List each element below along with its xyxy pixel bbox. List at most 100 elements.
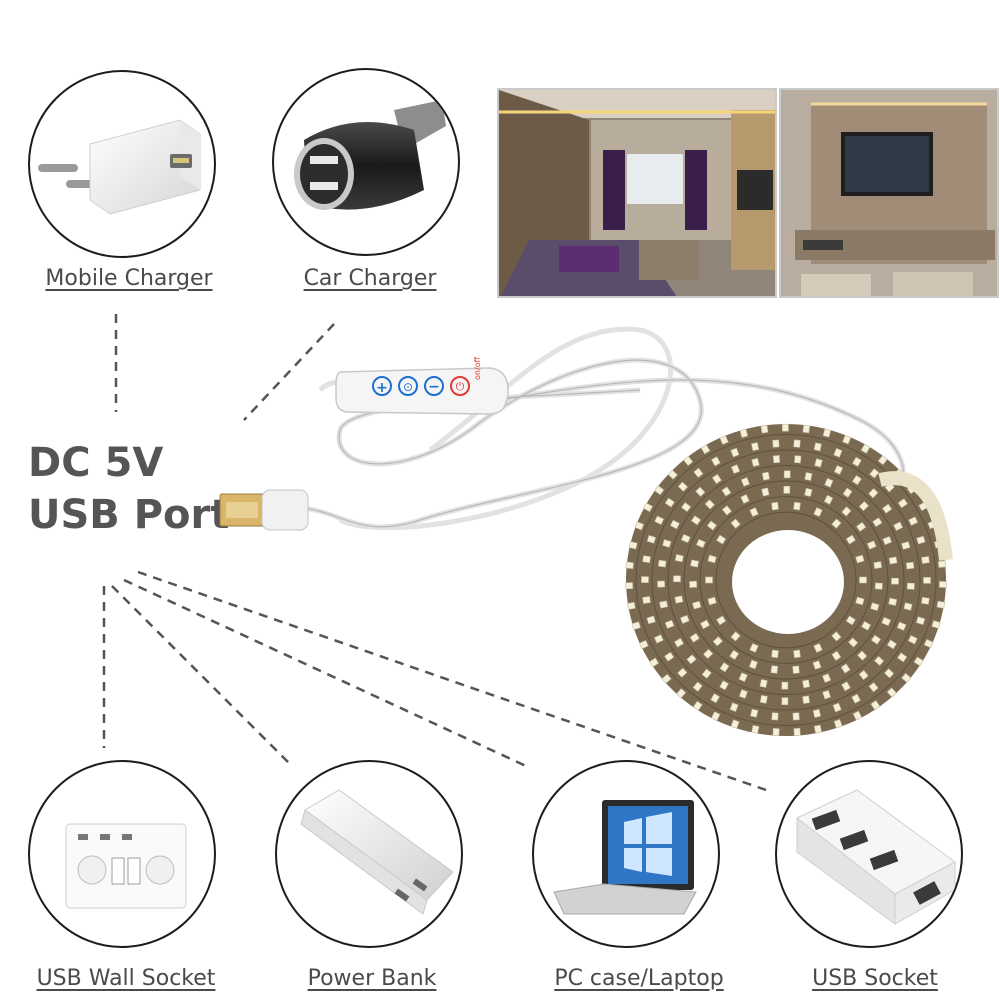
- controller-buttons: + ⊙ − ⏻ on/off: [372, 357, 482, 398]
- car-charger-label: Car Charger: [303, 266, 437, 291]
- led-chip: [915, 616, 926, 625]
- led-chip: [893, 521, 903, 531]
- led-chip: [748, 659, 758, 670]
- led-chip: [813, 442, 822, 452]
- led-chip: [676, 688, 687, 699]
- led-chip: [901, 541, 911, 550]
- led-chip: [831, 650, 842, 661]
- led-chip: [858, 669, 869, 681]
- led-chip: [730, 447, 740, 458]
- led-chip: [772, 728, 780, 736]
- led-chip: [802, 695, 810, 704]
- led-chip: [921, 556, 930, 564]
- headline-line1: DC 5V: [28, 440, 164, 486]
- led-chip: [680, 614, 690, 624]
- tv-wall-scene-icon: [781, 90, 997, 296]
- led-chip: [783, 470, 791, 479]
- led-chip: [716, 534, 727, 545]
- led-chip: [760, 424, 769, 434]
- wall-charger-icon: [38, 119, 201, 215]
- led-chip: [721, 486, 732, 497]
- brightness-up-button[interactable]: +: [372, 376, 392, 396]
- led-chip: [841, 681, 851, 692]
- led-chip: [641, 576, 649, 583]
- wall-socket-icon: [65, 823, 187, 909]
- wall-socket-circle: [28, 760, 216, 948]
- led-chip: [861, 621, 872, 631]
- led-chip: [761, 471, 770, 481]
- led-chip: [674, 554, 684, 563]
- led-chip: [856, 521, 867, 532]
- led-chip: [705, 576, 713, 584]
- usb-hub-icon: [796, 789, 956, 925]
- reel-ring: [683, 480, 889, 680]
- led-chip: [707, 554, 717, 564]
- led-chip: [906, 484, 918, 495]
- led-chip: [719, 680, 729, 691]
- led-chip: [793, 727, 801, 736]
- mode-button[interactable]: ⊙: [398, 376, 418, 396]
- led-chip: [866, 540, 877, 550]
- connector-power-bank: [111, 585, 291, 765]
- power-button[interactable]: ⏻: [450, 376, 470, 396]
- led-chip: [691, 515, 701, 526]
- led-chip: [913, 656, 924, 667]
- reel-ring: [667, 465, 905, 695]
- led-chip: [751, 442, 760, 452]
- led-chip: [804, 487, 813, 497]
- led-chip: [841, 506, 852, 517]
- bedroom-scene-icon: [499, 90, 775, 296]
- led-chip: [683, 455, 694, 466]
- led-chip: [793, 649, 801, 659]
- led-chip: [664, 497, 675, 508]
- led-chip: [845, 534, 856, 545]
- led-chip: [674, 595, 684, 604]
- led-chip: [897, 498, 908, 509]
- led-chip: [783, 485, 791, 494]
- led-chip: [831, 631, 842, 642]
- led-chip: [888, 556, 898, 565]
- led-chip: [677, 481, 688, 492]
- brightness-down-button[interactable]: −: [424, 376, 444, 396]
- living-room-photo: [779, 88, 999, 298]
- led-chip: [716, 615, 727, 626]
- led-chip: [646, 615, 656, 625]
- led-chip: [851, 693, 861, 704]
- led-chip: [703, 648, 714, 659]
- led-chip: [772, 455, 781, 464]
- led-chip: [802, 424, 811, 434]
- led-chip: [804, 472, 813, 481]
- usb-hub-label: USB Socket: [812, 966, 938, 991]
- led-chip: [677, 667, 688, 678]
- led-chip: [782, 423, 789, 432]
- led-chip: [770, 665, 779, 674]
- usb-hub-circle: [775, 760, 963, 948]
- led-chip: [740, 494, 750, 504]
- bedroom-photo: [497, 88, 777, 298]
- led-chip: [881, 616, 891, 627]
- usb-plug-icon: [219, 489, 309, 531]
- led-chip: [855, 554, 865, 564]
- led-chip: [712, 474, 722, 484]
- strip-lead: [878, 471, 953, 561]
- led-chip: [874, 655, 885, 666]
- laptop-label: PC case/Laptop: [554, 966, 724, 991]
- led-chip: [870, 700, 881, 711]
- led-chip: [681, 502, 692, 513]
- led-chip: [893, 468, 904, 479]
- led-chip: [771, 649, 779, 659]
- led-chip: [692, 600, 702, 610]
- car-charger-icon: [294, 100, 446, 210]
- led-chip: [852, 456, 862, 467]
- led-chip: [905, 561, 915, 570]
- power-label: on/off: [473, 356, 482, 380]
- led-chip: [695, 486, 706, 497]
- led-chip: [832, 702, 842, 713]
- led-chip: [707, 596, 717, 606]
- led-chip: [730, 631, 741, 642]
- led-chip: [842, 487, 853, 498]
- led-chip: [664, 619, 675, 629]
- led-chip: [812, 708, 821, 718]
- led-chip: [927, 520, 938, 530]
